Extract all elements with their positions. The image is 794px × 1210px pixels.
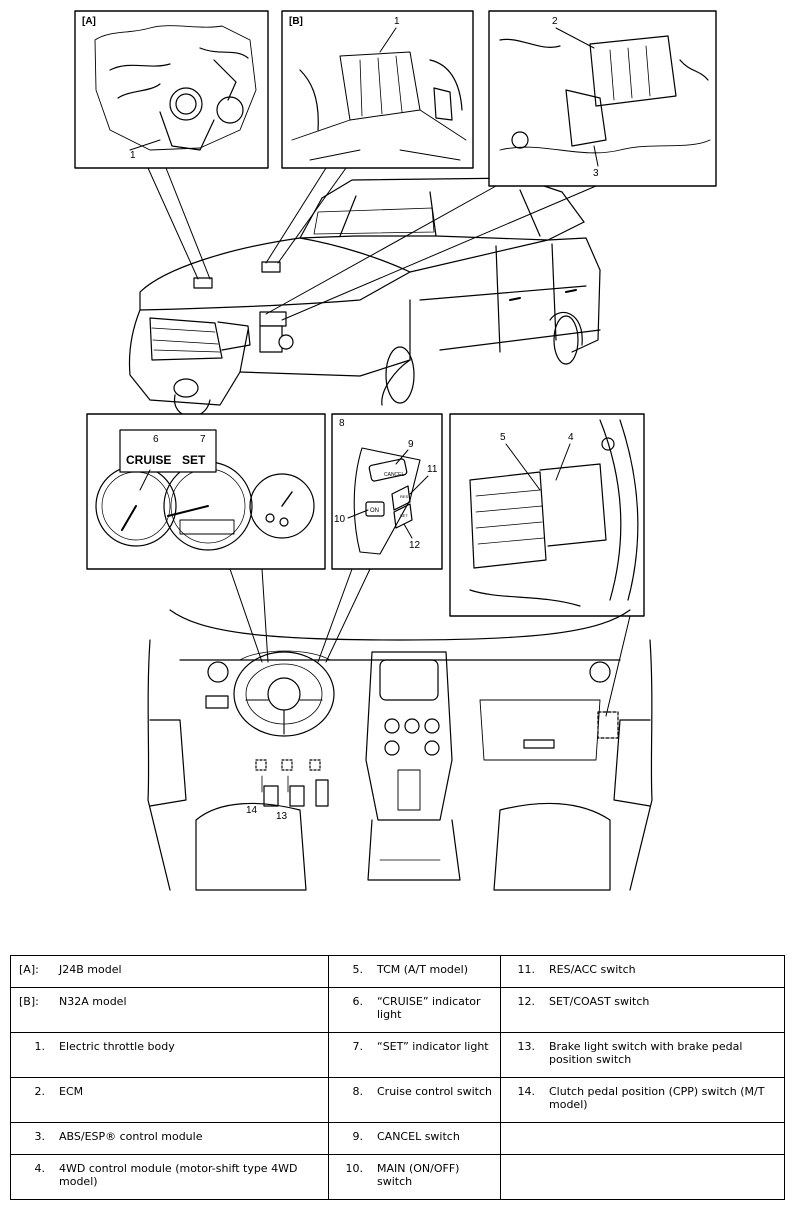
callout-7-label: 7 [200,434,206,445]
cruise-indicator-label: CRUISE [126,453,171,467]
callout-5-label: 5 [500,432,506,443]
dashboard-leader-lines [229,568,631,717]
cancel-switch-label: CANCEL [384,472,405,478]
legend-ref: 4. [34,1162,46,1175]
callout-1-label: 1 [130,150,136,161]
inset-tcm-4wd: 5 4 [449,413,645,617]
legend-text: “CRUISE” indicator light [377,995,481,1021]
legend-row: 1. Electric throttle body 7. “SET” indicat… [10,1032,785,1078]
legend-ref: 2. [34,1085,46,1098]
res-switch-label: RES [400,494,409,499]
callout-4-label: 4 [568,432,574,443]
legend-ref: 13. [517,1040,536,1053]
legend-row: 4. 4WD control module (motor-shift type 4… [10,1154,785,1200]
legend-text: Electric throttle body [59,1040,175,1053]
callout-11-label: 11 [427,464,438,475]
legend-ref: 9. [352,1130,364,1143]
legend-text: J24B model [59,963,122,976]
inset-cruise-switch: 8 CANCEL ON RES SET 9 11 10 12 [331,413,443,570]
legend-row: [A]: J24B model 5. TCM (A/T model) 11. RES/… [10,955,785,988]
legend-text: Brake light switch with brake pedal posi… [549,1040,743,1066]
vehicle-exterior-illustration [128,177,601,417]
legend-text: Clutch pedal position (CPP) switch (M/T … [549,1085,765,1111]
legend-ref: 3. [34,1130,46,1143]
legend-ref: 5. [352,963,364,976]
legend-text: ABS/ESP® control module [59,1130,203,1143]
legend-text: MAIN (ON/OFF) switch [377,1162,460,1188]
set-indicator-label: SET [182,453,206,467]
legend-text: “SET” indicator light [377,1040,489,1053]
legend-ref: 12. [517,995,536,1008]
inset-b-throttle-body: [B] 1 [281,10,474,169]
legend-ref: 8. [352,1085,364,1098]
callout-6-label: 6 [153,434,159,445]
component-legend-table: [A]: J24B model 5. TCM (A/T model) 11. RES/… [10,955,785,1200]
component-location-diagram: [A] 1 [B] 1 2 3 [74,10,717,891]
callout-a-label: [A] [82,16,96,27]
legend-row: 3. ABS/ESP® control module 9. CANCEL switc… [10,1122,785,1155]
legend-ref: [B]: [19,995,39,1008]
set-switch-label: SET [400,513,408,518]
legend-text: ECM [59,1085,84,1098]
dashboard-interior-illustration: 14 13 [147,609,653,891]
callout-14-label: 14 [246,805,258,816]
inset-instrument-cluster: 6 7 CRUISE SET [86,413,326,570]
callout-2-label: 2 [552,16,558,27]
legend-row: 2. ECM 8. Cruise control switch 14. Clutch … [10,1077,785,1123]
legend-text: CANCEL switch [377,1130,460,1143]
main-switch-label: ON [370,508,379,514]
callout-8-label: 8 [339,418,345,429]
legend-text: RES/ACC switch [549,963,636,976]
callout-1b-label: 1 [394,16,400,27]
legend-ref: 1. [34,1040,46,1053]
callout-10-label: 10 [334,514,346,525]
legend-ref: 14. [517,1085,536,1098]
legend-text: 4WD control module (motor-shift type 4WD… [59,1162,298,1188]
legend-text: Cruise control switch [377,1085,492,1098]
legend-ref: 11. [517,963,536,976]
inset-a-throttle-body: [A] 1 [74,10,269,169]
callout-9-label: 9 [408,439,414,450]
callout-13-label: 13 [276,811,288,822]
legend-ref: [A]: [19,963,39,976]
callout-12-label: 12 [409,540,421,551]
legend-row: [B]: N32A model 6. “CRUISE” indicator ligh… [10,987,785,1033]
callout-3-label: 3 [593,168,599,179]
legend-ref: 6. [352,995,364,1008]
inset-ecm-abs: 2 3 [488,10,717,187]
callout-leader-lines [147,167,597,321]
callout-b-label: [B] [289,16,303,27]
legend-text: SET/COAST switch [549,995,650,1008]
legend-text: TCM (A/T model) [377,963,469,976]
legend-text: N32A model [59,995,127,1008]
legend-ref: 10. [345,1162,364,1175]
legend-ref: 7. [352,1040,364,1053]
